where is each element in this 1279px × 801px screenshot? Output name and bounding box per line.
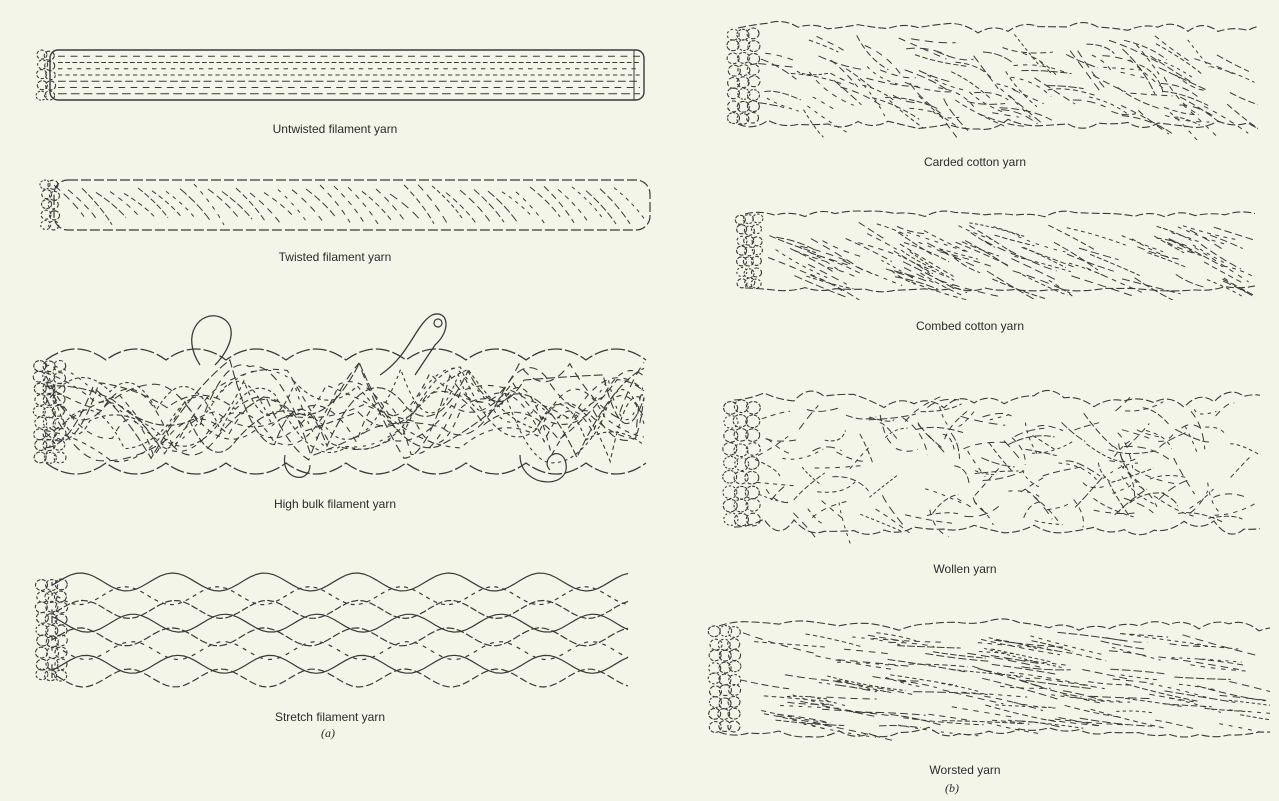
panel-b-label: (b) bbox=[945, 781, 959, 796]
caption-combed-cotton-yarn: Combed cotton yarn bbox=[890, 319, 1050, 333]
stretch-filament-yarn-drawing bbox=[20, 560, 660, 700]
combed-cotton-yarn-drawing bbox=[725, 200, 1255, 300]
worsted-yarn-drawing bbox=[695, 600, 1270, 752]
woollen-yarn-drawing bbox=[712, 370, 1260, 555]
caption-wollen-yarn: Wollen yarn bbox=[905, 562, 1025, 576]
caption-high-bulk-filament-yarn: High bulk filament yarn bbox=[250, 497, 420, 511]
caption-untwisted-filament-yarn: Untwisted filament yarn bbox=[255, 122, 415, 136]
carded-cotton-yarn-drawing bbox=[718, 8, 1258, 140]
untwisted-filament-yarn-drawing bbox=[28, 38, 656, 114]
high-bulk-filament-yarn-drawing bbox=[20, 305, 660, 493]
twisted-filament-yarn-drawing bbox=[30, 170, 660, 240]
caption-twisted-filament-yarn: Twisted filament yarn bbox=[255, 250, 415, 264]
caption-carded-cotton-yarn: Carded cotton yarn bbox=[895, 155, 1055, 169]
caption-stretch-filament-yarn: Stretch filament yarn bbox=[245, 710, 415, 724]
caption-worsted-yarn: Worsted yarn bbox=[905, 763, 1025, 777]
panel-a-label: (a) bbox=[321, 726, 335, 741]
